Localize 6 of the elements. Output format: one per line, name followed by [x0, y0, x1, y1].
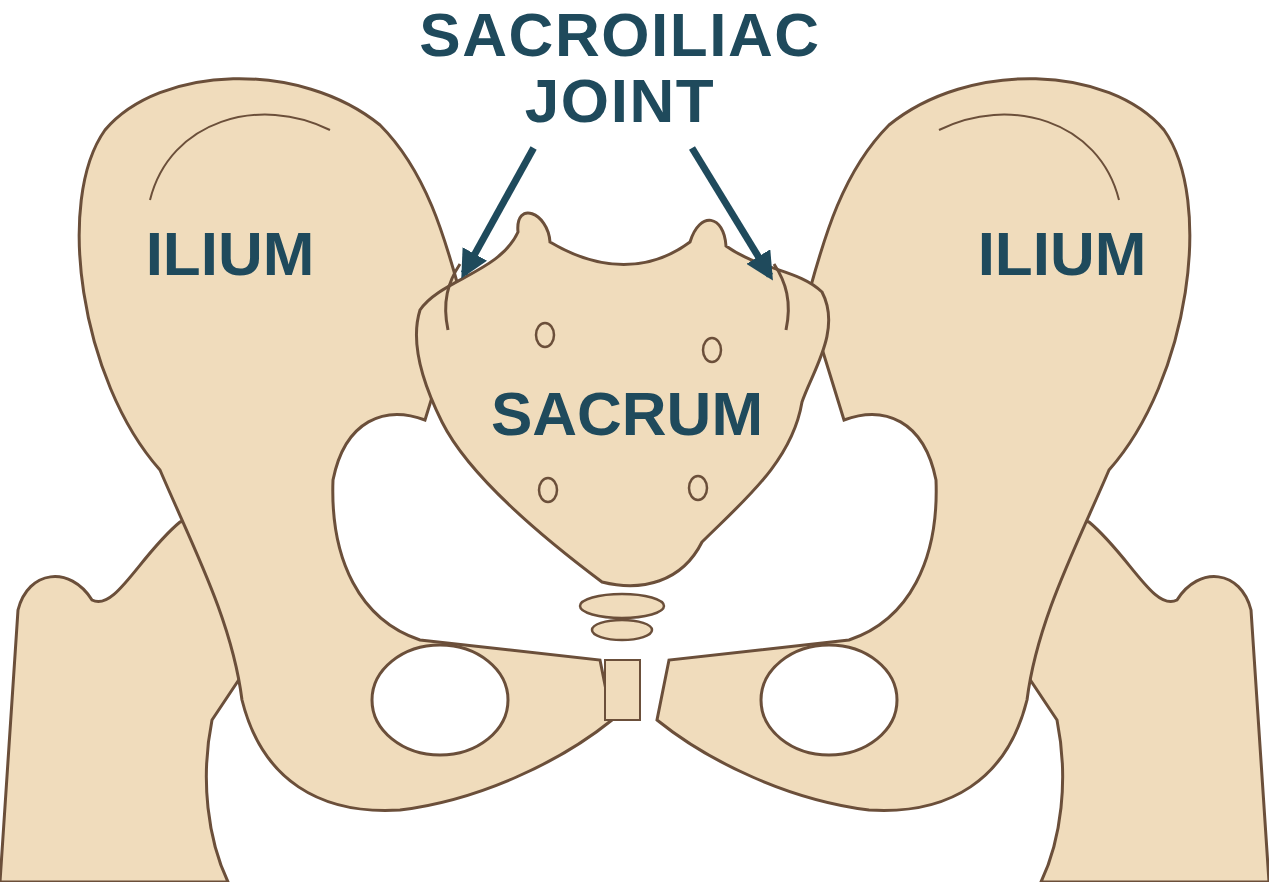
part-label: ILIUM — [976, 218, 1148, 290]
arrow — [689, 146, 773, 281]
arrow — [460, 146, 537, 279]
part-label: ILIUM — [144, 218, 316, 290]
callout-label: SACROILIAC JOINT — [380, 2, 860, 134]
part-label: SACRUM — [489, 378, 765, 450]
